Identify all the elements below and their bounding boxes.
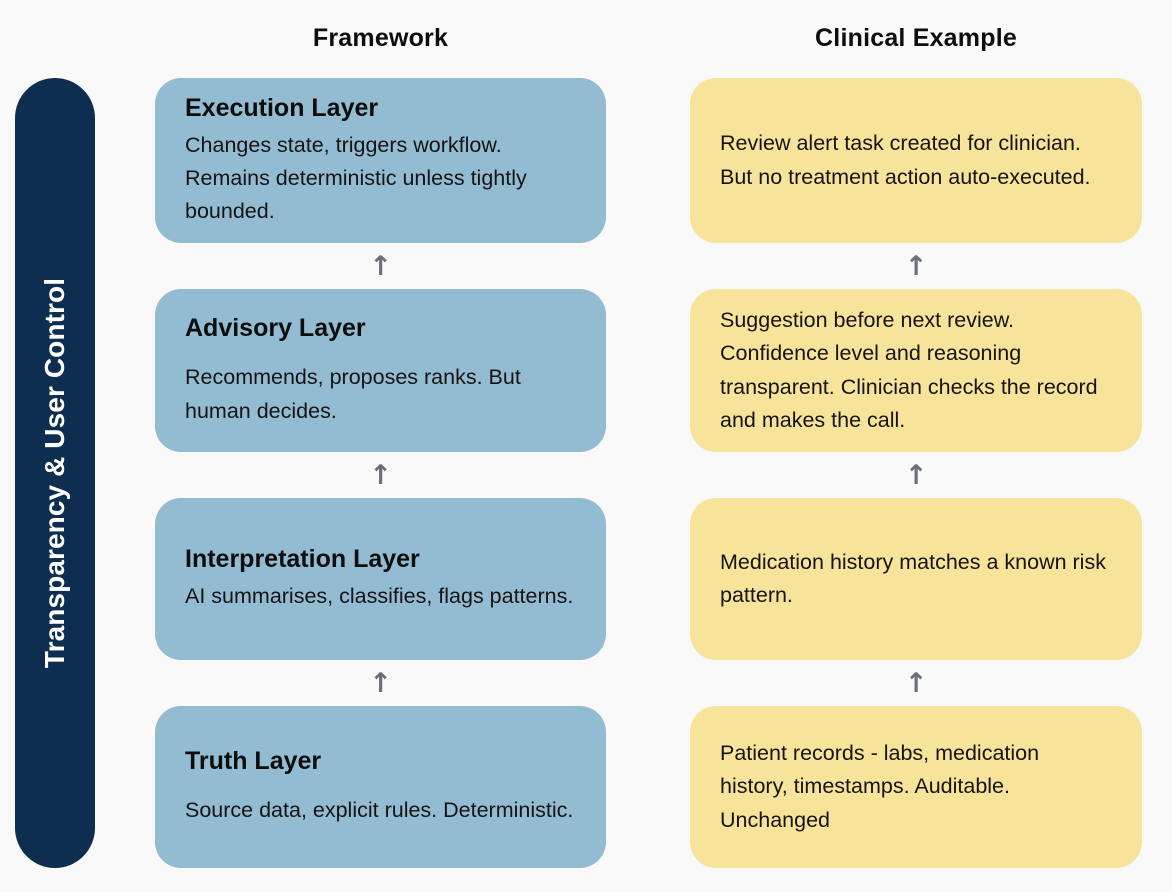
arrow-up-icon: ↑ [369, 459, 392, 491]
card-body: Suggestion before next review. Confidenc… [720, 307, 1098, 432]
connector-clinical-execution-advisory: ↑ [690, 243, 1142, 289]
card-title: Interpretation Layer [185, 545, 420, 574]
card-title: Execution Layer [185, 93, 379, 122]
framework-column: Execution Layer Changes state, triggers … [155, 78, 606, 868]
arrow-up-icon: ↑ [904, 459, 928, 491]
transparency-user-control-banner: Transparency & User Control [15, 78, 95, 868]
card-body: AI summarises, classifies, flags pattern… [185, 584, 574, 609]
arrow-up-icon: ↑ [904, 250, 928, 282]
card-body: Source data, explicit rules. Determinist… [185, 798, 574, 823]
connector-advisory-interpretation: ↑ [155, 452, 606, 498]
card-advisory-layer[interactable]: Advisory Layer Recommends, proposes rank… [155, 289, 606, 452]
card-body: Medication history matches a known risk … [720, 549, 1106, 607]
card-body: Patient records - labs, medication histo… [720, 741, 1040, 832]
card-body: Changes state, triggers workflow. Remain… [185, 132, 527, 224]
arrow-up-icon: ↑ [369, 250, 392, 282]
connector-execution-advisory: ↑ [155, 243, 606, 289]
arrow-up-icon: ↑ [904, 667, 928, 699]
connector-interpretation-truth: ↑ [155, 660, 606, 706]
banner-label: Transparency & User Control [39, 277, 70, 669]
card-body: Recommends, proposes ranks. But human de… [185, 365, 521, 423]
arrow-up-icon: ↑ [369, 667, 392, 699]
card-execution-layer[interactable]: Execution Layer Changes state, triggers … [155, 78, 606, 243]
clinical-card-execution[interactable]: Review alert task created for clinician.… [690, 78, 1142, 243]
connector-clinical-interpretation-truth: ↑ [690, 660, 1142, 706]
card-truth-layer[interactable]: Truth Layer Source data, explicit rules.… [155, 706, 606, 868]
clinical-card-truth[interactable]: Patient records - labs, medication histo… [690, 706, 1142, 868]
card-title: Advisory Layer [185, 314, 366, 343]
card-interpretation-layer[interactable]: Interpretation Layer AI summarises, clas… [155, 498, 606, 660]
connector-clinical-advisory-interpretation: ↑ [690, 452, 1142, 498]
column-header-framework: Framework [312, 24, 449, 52]
clinical-card-advisory[interactable]: Suggestion before next review. Confidenc… [690, 289, 1142, 452]
card-title: Truth Layer [185, 747, 322, 776]
column-header-clinical: Clinical Example [815, 24, 1017, 52]
clinical-card-interpretation[interactable]: Medication history matches a known risk … [690, 498, 1142, 660]
clinical-example-column: Review alert task created for clinician.… [690, 78, 1142, 868]
card-body: Review alert task created for clinician.… [720, 131, 1091, 189]
